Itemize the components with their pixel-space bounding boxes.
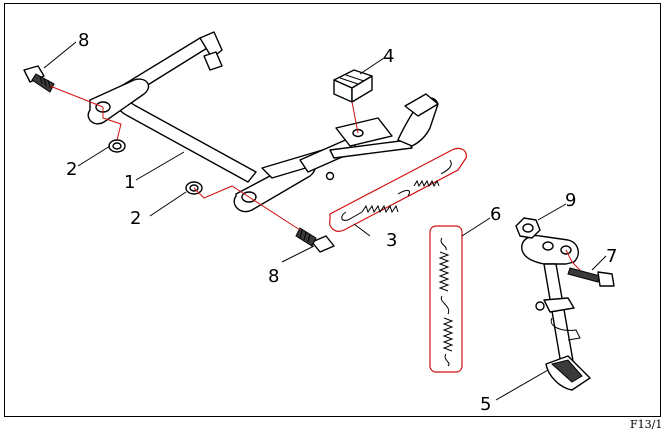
assembly-guide-lines — [49, 85, 581, 271]
callout-7: 7 — [606, 246, 617, 267]
callout-3: 3 — [386, 230, 397, 251]
callout-2-left: 2 — [66, 159, 77, 180]
bolt-upper-left — [23, 65, 55, 93]
bolt-lower — [295, 227, 335, 253]
bushing-left — [108, 139, 126, 153]
callout-8-upper: 8 — [78, 30, 89, 51]
side-stand-bolt — [567, 267, 615, 287]
callout-2-center: 2 — [130, 208, 141, 229]
callout-1: 1 — [124, 172, 135, 193]
side-stand-spring — [429, 225, 463, 373]
callout-4: 4 — [383, 46, 394, 67]
diagram-frame — [4, 3, 661, 417]
nut — [515, 217, 541, 239]
figure-code: F13/1 — [630, 418, 662, 431]
leader-lines — [43, 41, 607, 401]
rubber-stopper — [333, 69, 373, 103]
callout-8-lower: 8 — [268, 266, 279, 287]
callout-5: 5 — [480, 394, 491, 415]
callout-6: 6 — [490, 204, 501, 225]
spring-set — [329, 147, 467, 232]
callout-9: 9 — [565, 190, 576, 211]
side-stand — [521, 234, 591, 391]
